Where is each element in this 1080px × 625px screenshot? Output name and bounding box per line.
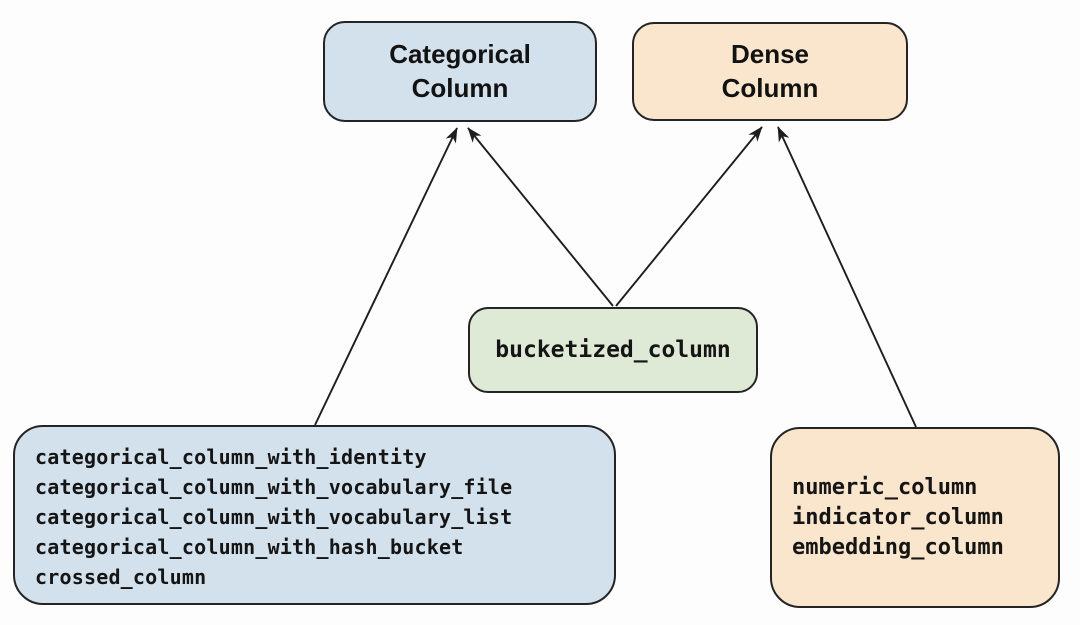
edge-categorical-functions-to-categorical [314, 127, 458, 426]
node-bucketized-column: bucketized_column [468, 307, 758, 393]
edge-dense-functions-to-dense [777, 126, 917, 428]
dense-function-item: embedding_column [792, 534, 1004, 560]
dense-function-item: indicator_column [792, 504, 1004, 530]
node-categorical-column: Categorical Column [323, 21, 597, 122]
node-dense-functions: numeric_column indicator_column embeddin… [770, 427, 1060, 608]
categorical-function-item: categorical_column_with_identity [35, 445, 427, 469]
node-categorical-functions: categorical_column_with_identity categor… [13, 425, 616, 605]
node-categorical-column-label: Categorical Column [389, 38, 531, 103]
edge-bucketized-to-categorical [467, 127, 614, 307]
node-dense-column: Dense Column [632, 22, 908, 121]
node-bucketized-column-label: bucketized_column [495, 337, 731, 363]
categorical-function-item: categorical_column_with_vocabulary_list [35, 505, 513, 529]
categorical-function-item: categorical_column_with_hash_bucket [35, 535, 464, 559]
categorical-function-item: crossed_column [35, 565, 207, 589]
node-dense-column-label: Dense Column [721, 38, 819, 103]
categorical-function-item: categorical_column_with_vocabulary_file [35, 475, 513, 499]
dense-function-item: numeric_column [792, 474, 978, 500]
edge-bucketized-to-dense [615, 126, 763, 307]
